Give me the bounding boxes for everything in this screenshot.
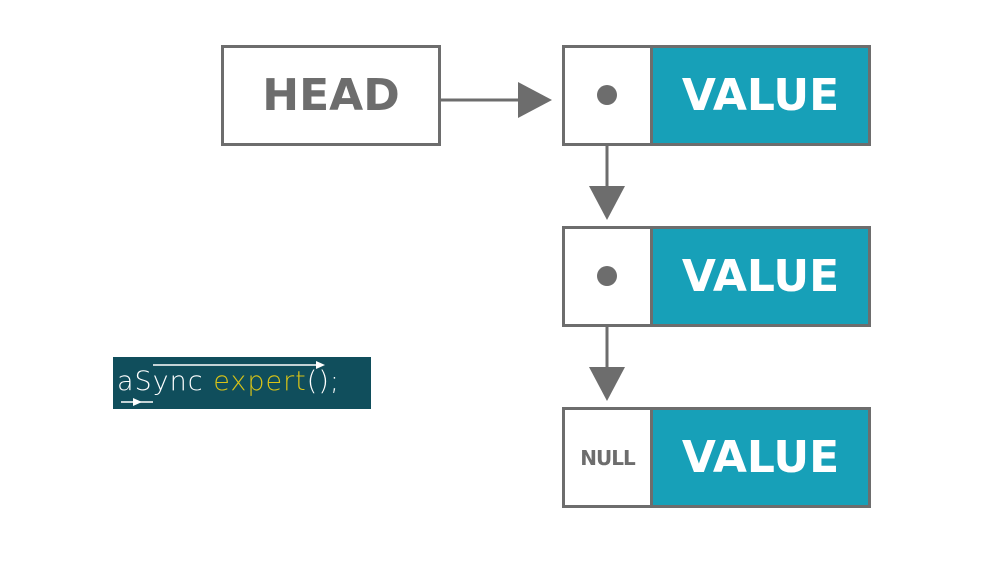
node-3-value-cell: VALUE — [653, 410, 868, 505]
link-1-head — [589, 186, 625, 220]
list-node-1: VALUE — [562, 45, 871, 146]
node-2-value: VALUE — [681, 251, 840, 302]
list-node-2: VALUE — [562, 226, 871, 327]
link-2-head — [589, 367, 625, 401]
head-label: HEAD — [262, 70, 400, 121]
node-1-value: VALUE — [681, 70, 840, 121]
node-1-pointer-cell — [565, 48, 653, 143]
logo-part-expert: expert — [213, 366, 307, 397]
node-2-value-cell: VALUE — [653, 229, 868, 324]
head-arrow-head — [518, 82, 552, 118]
node-1-value-cell: VALUE — [653, 48, 868, 143]
pointer-dot-icon — [597, 266, 617, 286]
logo-text: aSync expert(); — [117, 366, 340, 397]
logo-part-parens: (); — [306, 366, 340, 397]
pointer-dot-icon — [597, 85, 617, 105]
logo-part-async: aSync — [117, 366, 204, 397]
null-label: NULL — [580, 445, 635, 470]
async-expert-logo: aSync expert(); — [113, 357, 371, 409]
head-box: HEAD — [221, 45, 441, 146]
list-node-3: NULL VALUE — [562, 407, 871, 508]
node-3-pointer-cell: NULL — [565, 410, 653, 505]
node-3-value: VALUE — [681, 432, 840, 483]
logo-arrow-icon — [121, 361, 325, 406]
node-2-pointer-cell — [565, 229, 653, 324]
